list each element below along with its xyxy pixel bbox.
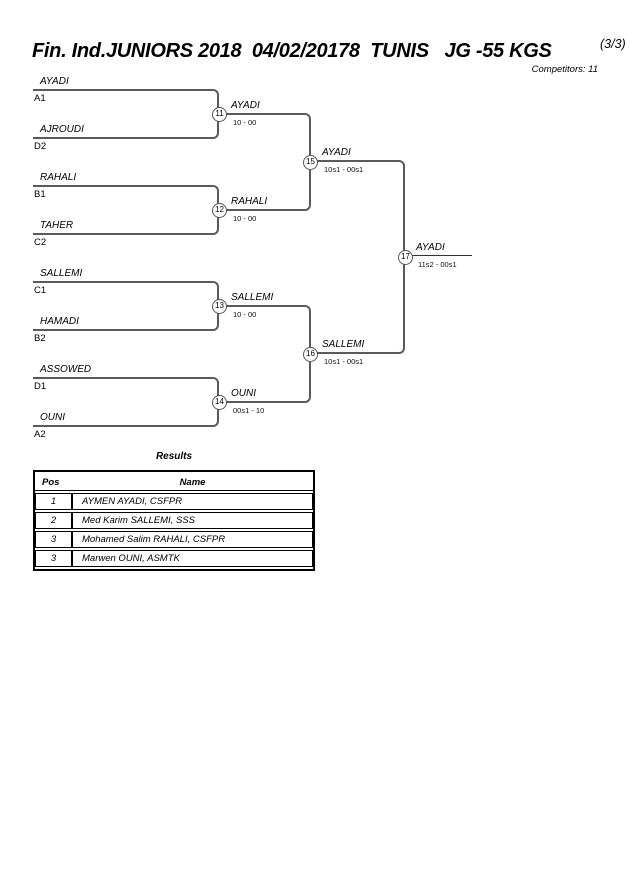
competitor-seed: D2: [34, 141, 47, 152]
competitor-name: SALLEMI: [40, 268, 83, 279]
page-indicator: (3/3): [600, 37, 626, 51]
competitor-name: AJROUDI: [40, 124, 84, 135]
match-winner-name: AYADI: [322, 147, 351, 158]
name-cell: Marwen OUNI, ASMTK: [72, 550, 313, 567]
competitor-name: AYADI: [40, 76, 69, 87]
match-winner-name: RAHALI: [231, 196, 268, 207]
match-score: 00s1 - 10: [233, 406, 265, 415]
table-row: 3 Marwen OUNI, ASMTK: [35, 550, 313, 567]
match-circle: 12: [212, 203, 227, 218]
match-number: 11: [215, 109, 224, 118]
competitor-seed: A1: [34, 93, 46, 104]
match-score: 10s1 - 00s1: [324, 357, 364, 366]
match-number: 17: [401, 252, 410, 261]
match-circle: 14: [212, 395, 227, 410]
competitor-seed: C2: [34, 237, 47, 248]
match-circle: 16: [303, 347, 318, 362]
competitor-seed: B2: [34, 333, 46, 344]
match-winner-name: AYADI: [231, 100, 260, 111]
match-number: 16: [306, 349, 315, 358]
results-header-row: Pos Name: [35, 474, 313, 491]
match-winner-name: SALLEMI: [322, 339, 365, 350]
match-score: 10s1 - 00s1: [324, 165, 364, 174]
match-winner-name: SALLEMI: [231, 292, 274, 303]
name-cell: Mohamed Salim RAHALI, CSFPR: [72, 531, 313, 548]
col-header-pos: Pos: [35, 474, 72, 491]
match-number: 15: [306, 157, 315, 166]
competitor-name: TAHER: [40, 220, 74, 231]
match-circle: 11: [212, 107, 227, 122]
table-row: 3 Mohamed Salim RAHALI, CSFPR: [35, 531, 313, 548]
pos-cell: 2: [35, 512, 72, 529]
pos-cell: 1: [35, 493, 72, 510]
competitor-name: HAMADI: [40, 316, 79, 327]
match-winner-name: OUNI: [231, 388, 256, 399]
competitor-name: OUNI: [40, 412, 65, 423]
table-row: 1 AYMEN AYADI, CSFPR: [35, 493, 313, 510]
match-number: 14: [215, 397, 224, 406]
match-circle: 13: [212, 299, 227, 314]
table-row: 2 Med Karim SALLEMI, SSS: [35, 512, 313, 529]
match-number: 12: [215, 205, 224, 214]
match-score: 10 - 00: [233, 118, 257, 127]
match-score: 10 - 00: [233, 214, 257, 223]
pos-cell: 3: [35, 550, 72, 567]
page-title: Fin. Ind.JUNIORS 2018 04/02/20178 TUNIS …: [32, 40, 552, 62]
name-cell: AYMEN AYADI, CSFPR: [72, 493, 313, 510]
col-header-name: Name: [72, 474, 313, 491]
competitor-seed: A2: [34, 429, 46, 440]
match-number: 13: [215, 301, 224, 310]
competitor-seed: D1: [34, 381, 47, 392]
match-circle: 17: [398, 250, 413, 265]
match-score: 11s2 - 00s1: [418, 260, 457, 269]
match-score: 10 - 00: [233, 310, 257, 319]
match-winner-name: AYADI: [416, 242, 445, 253]
pos-cell: 3: [35, 531, 72, 548]
name-cell: Med Karim SALLEMI, SSS: [72, 512, 313, 529]
competitor-name: ASSOWED: [40, 364, 92, 375]
champion-line: [411, 255, 472, 256]
competitor-seed: C1: [34, 285, 47, 296]
match-circle: 15: [303, 155, 318, 170]
competitor-seed: B1: [34, 189, 46, 200]
results-title: Results: [155, 451, 193, 462]
competitors-count: Competitors: 11: [531, 64, 598, 75]
connector-final: [316, 160, 405, 354]
competitor-name: RAHALI: [40, 172, 77, 183]
results-table: Pos Name 1 AYMEN AYADI, CSFPR 2 Med Kari…: [33, 470, 315, 571]
